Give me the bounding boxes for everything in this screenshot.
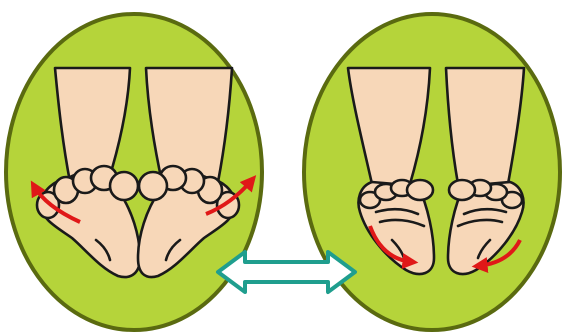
left-circle-background: [6, 14, 262, 330]
double-headed-arrow-icon: [218, 252, 355, 292]
left-panel: [6, 14, 262, 330]
